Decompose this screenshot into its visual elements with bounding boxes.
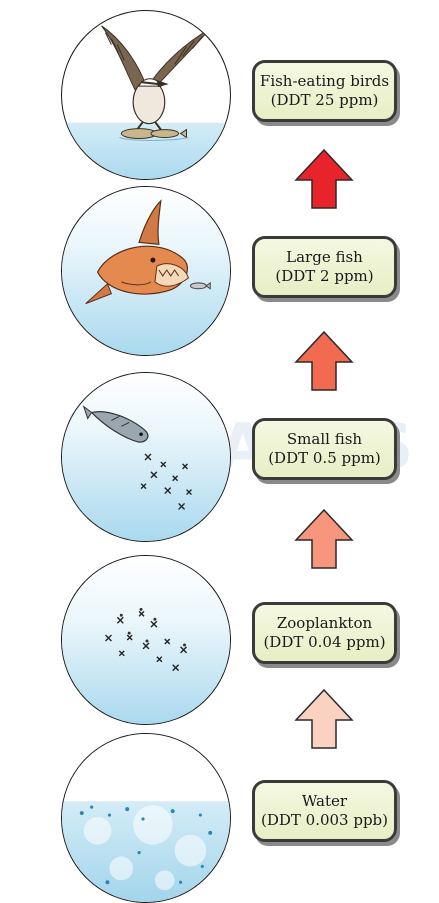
osprey-icon — [62, 25, 230, 179]
label-small-fish: Small fish (DDT 0.5 ppm) — [252, 418, 397, 480]
level-name: Fish-eating birds — [259, 72, 390, 90]
label-fish-eating-birds: Fish-eating birds (DDT 25 ppm) — [252, 60, 397, 122]
arrow-up-icon — [294, 508, 354, 569]
circle-large-fish — [61, 186, 231, 356]
level-ddt: (DDT 25 ppm) — [270, 91, 379, 109]
shark-icon — [62, 187, 230, 355]
circle-fish-eating-birds — [61, 10, 231, 180]
circle-water — [61, 733, 231, 903]
level-ddt: (DDT 0.5 ppm) — [268, 449, 381, 467]
label-zooplankton: Zooplankton (DDT 0.04 ppm) — [252, 602, 397, 664]
arrow-up-icon — [294, 688, 354, 749]
water-icon — [62, 734, 230, 902]
arrow-up-icon — [294, 330, 354, 391]
level-ddt: (DDT 0.003 ppb) — [260, 811, 389, 829]
level-ddt: (DDT 2 ppm) — [275, 267, 374, 285]
zooplankton-icon — [62, 556, 230, 724]
level-name: Small fish — [286, 430, 363, 448]
level-name: Large fish — [286, 248, 363, 266]
arrow-up-icon — [294, 148, 354, 209]
level-name: Zooplankton — [276, 614, 373, 632]
label-large-fish: Large fish (DDT 2 ppm) — [252, 236, 397, 298]
circle-small-fish — [61, 372, 231, 542]
circle-zooplankton — [61, 555, 231, 725]
level-name: Water — [301, 792, 348, 810]
level-ddt: (DDT 0.04 ppm) — [263, 633, 386, 651]
small-fish-icon — [62, 373, 230, 541]
label-water: Water (DDT 0.003 ppb) — [252, 780, 397, 842]
